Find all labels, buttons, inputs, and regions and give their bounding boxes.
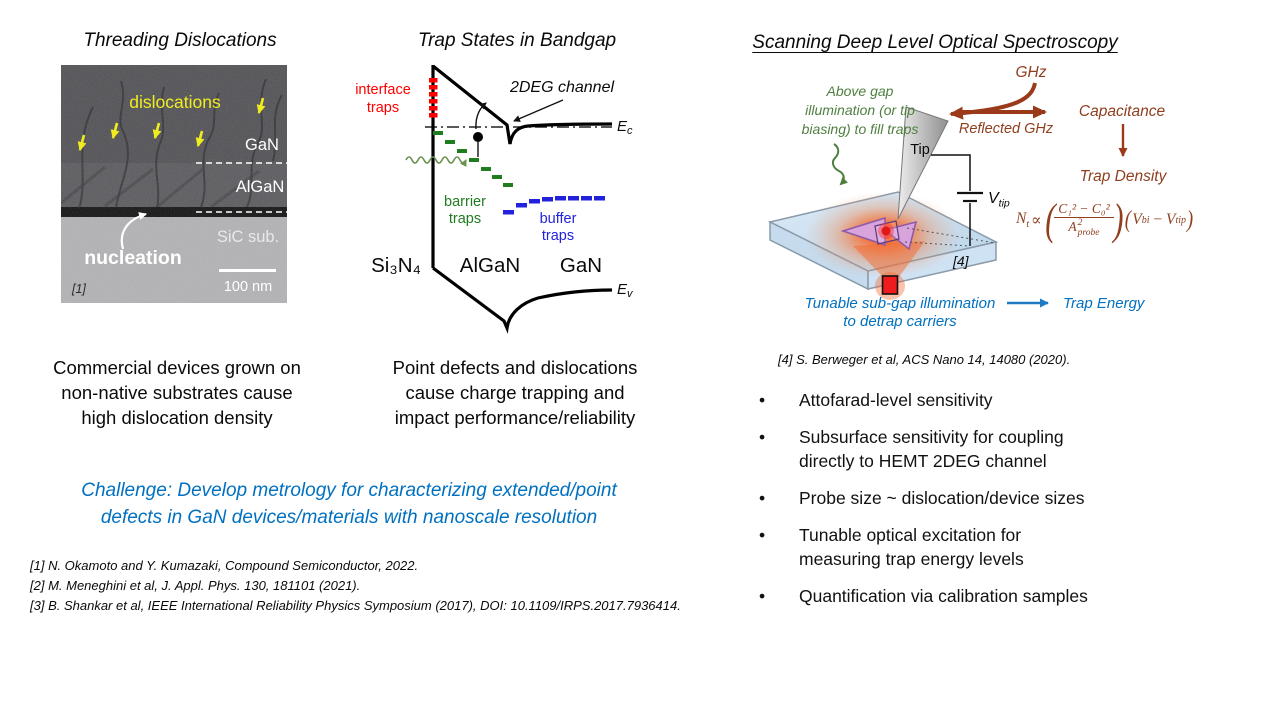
sdlos-schematic-figure: Tip Vtip [4] Above gap illumination (or …: [767, 64, 1168, 330]
illumination-source: [881, 275, 899, 295]
list-item: •Probe size ~ dislocation/device sizes: [752, 486, 1192, 510]
references-block: [1] N. Okamoto and Y. Kumazaki, Compound…: [30, 556, 681, 616]
vtip-label: Vtip: [988, 190, 1010, 210]
interface-traps-label-line2: traps: [367, 100, 399, 116]
ec-label: Ec: [617, 118, 633, 137]
ghz-label: GHz: [1016, 64, 1047, 81]
sub-gap-illumination-cone: [853, 241, 925, 277]
ev-label: Ev: [617, 281, 634, 300]
tem-nucleation-label: nucleation: [84, 247, 182, 269]
bullet-dot-icon: •: [759, 525, 766, 545]
ghz-incident-arrow-icon: [949, 82, 1037, 120]
svg-text:biasing) to fill traps: biasing) to fill traps: [802, 121, 919, 137]
algan-label: AlGaN: [460, 254, 520, 277]
nucleation-arrow-icon: [120, 212, 147, 250]
photon-wavy-arrow-icon: [405, 156, 467, 167]
capacitance-label: Capacitance: [1079, 103, 1166, 120]
probe-connector-dashed-line2: [904, 241, 970, 247]
svg-text:Above gap: Above gap: [826, 83, 894, 99]
bullet-dot-icon: •: [759, 586, 766, 606]
si3n4-label: Si₃N₄: [371, 254, 421, 277]
above-gap-annotation: Above gap illumination (or tip biasing) …: [802, 83, 919, 137]
reference-1: [1] N. Okamoto and Y. Kumazaki, Compound…: [30, 558, 419, 573]
slab-ref-label: [4]: [952, 253, 970, 269]
bullet-dot-icon: •: [759, 390, 766, 410]
tunable-illumination-label-line1: Tunable sub-gap illumination: [805, 295, 996, 312]
probe-contact-structure: [840, 216, 918, 251]
above-gap-wavy-arrow-icon: [831, 143, 849, 186]
svg-text:illumination (or tip: illumination (or tip: [805, 102, 915, 118]
bullet-dot-icon: •: [759, 488, 766, 508]
middle-panel-title: Trap States in Bandgap: [417, 30, 617, 51]
right-panel-title: Scanning Deep Level Optical Spectroscopy: [752, 32, 1118, 53]
tem-scale-bar: [219, 269, 276, 272]
tem-algan-label: AlGaN: [236, 178, 285, 196]
tem-micrograph-figure: dislocations GaN AlGaN SiC sub. nucleati…: [61, 65, 287, 303]
dislocation-arrow-icons: [77, 97, 266, 151]
formula-lhs: Nt: [1016, 209, 1030, 231]
reference-3: [3] B. Shankar et al, IEEE International…: [30, 598, 681, 613]
left-caption: Commercial devices grown on non-native s…: [53, 357, 301, 428]
tem-ref-label: [1]: [71, 282, 86, 296]
electron-emission-arrow-icon: [475, 102, 487, 130]
tem-gan-label: GaN: [245, 136, 279, 154]
trapped-electron-dot: [473, 132, 483, 142]
sdlos-feature-list: •Attofarad-level sensitivity •Subsurface…: [752, 388, 1192, 621]
twodeg-channel-label: 2DEG channel: [509, 79, 615, 96]
interface-traps-label-line1: interface: [355, 82, 411, 98]
barrier-traps-label-line2: traps: [449, 211, 481, 227]
tem-scale-label: 100 nm: [224, 279, 272, 295]
middle-caption: Point defects and dislocations cause cha…: [392, 357, 638, 428]
left-panel-title: Threading Dislocations: [83, 30, 277, 51]
trap-energy-label: Trap Energy: [1063, 295, 1146, 312]
valence-band-line: [432, 266, 613, 334]
tem-dislocations-label: dislocations: [129, 92, 221, 112]
list-item: •Quantification via calibration samples: [752, 584, 1192, 608]
reference-4: [4] S. Berweger et al, ACS Nano 14, 1408…: [778, 352, 1071, 367]
interface-trap-states: [429, 78, 438, 118]
buffer-traps-label-line1: buffer: [540, 211, 577, 227]
reflected-ghz-label: Reflected GHz: [959, 121, 1054, 137]
trap-density-label: Trap Density: [1080, 168, 1168, 185]
band-diagram-figure: interface traps barrier traps buffer tra…: [355, 64, 634, 334]
reference-2: [2] M. Meneghini et al, J. Appl. Phys. 1…: [30, 578, 361, 593]
buffer-trap-states: [503, 196, 605, 215]
tem-noise-overlay: [61, 65, 287, 303]
list-item: •Attofarad-level sensitivity: [752, 388, 1192, 412]
twodeg-pointer-arrow-icon: [513, 99, 564, 122]
buffer-traps-label-line2: traps: [542, 228, 574, 244]
list-item: •Tunable optical excitation for measurin…: [752, 523, 1192, 571]
gan-label: GaN: [560, 254, 602, 277]
bias-circuit: [931, 154, 983, 246]
bullet-dot-icon: •: [759, 427, 766, 447]
barrier-trap-states: [433, 131, 513, 187]
conduction-band-line: [432, 64, 613, 145]
barrier-traps-label-line1: barrier: [444, 194, 486, 210]
afm-tip: [897, 106, 949, 220]
tem-sic-label: SiC sub.: [217, 228, 279, 246]
tunable-illumination-label-line2: to detrap carriers: [843, 313, 957, 330]
tip-label: Tip: [910, 142, 930, 158]
challenge-statement: Challenge: Develop metrology for charact…: [81, 480, 617, 528]
list-item: •Subsurface sensitivity for coupling dir…: [752, 425, 1192, 473]
